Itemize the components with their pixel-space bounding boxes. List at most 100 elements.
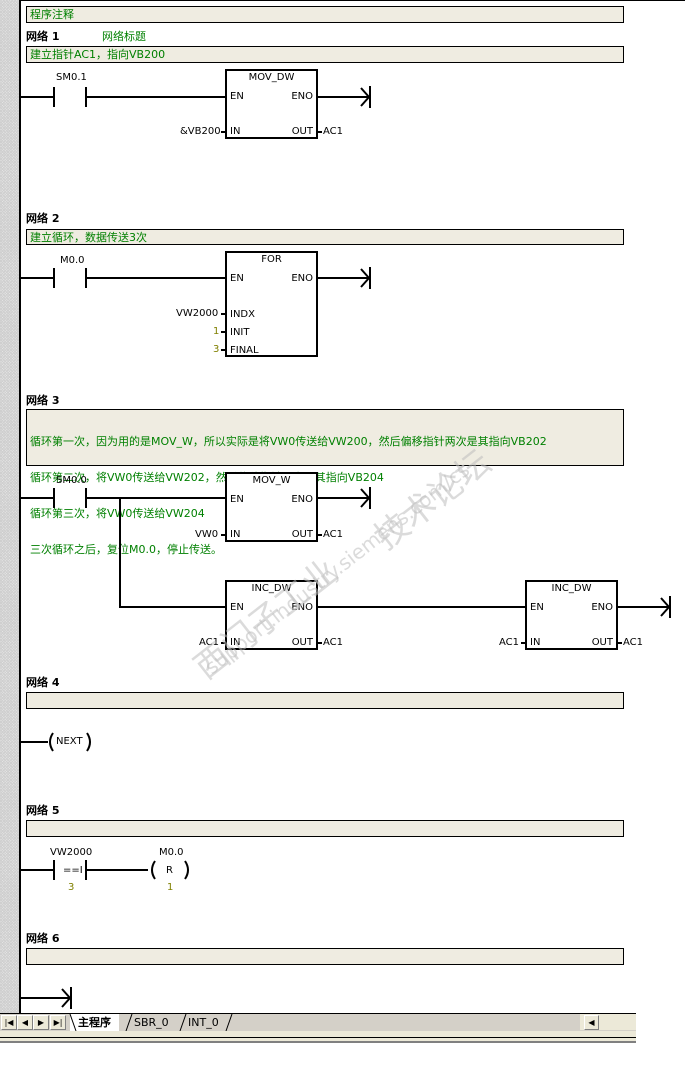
eno-pin: ENO <box>291 494 313 505</box>
contact-left-bar[interactable] <box>53 87 55 107</box>
coil-count[interactable]: 1 <box>167 882 174 893</box>
contact-left-bar[interactable] <box>53 488 55 508</box>
top-border <box>21 0 685 1</box>
box-name: INC_DW <box>251 583 292 594</box>
for-box[interactable]: FOR EN ENO INDX INIT FINAL <box>225 251 318 357</box>
network-3-label[interactable]: 网络 3 <box>26 394 60 407</box>
eno-pin: ENO <box>291 273 313 284</box>
program-tab-bar: |◀ ◀ ▶ ▶| 主程序 SBR_0 INT_0 <box>0 1013 636 1032</box>
network-4-label[interactable]: 网络 4 <box>26 676 60 689</box>
en-pin: EN <box>230 91 244 102</box>
inc-dw-box-2[interactable]: INC_DW EN ENO IN OUT <box>525 580 618 650</box>
out-operand[interactable]: AC1 <box>323 126 344 137</box>
init-pin: INIT <box>230 327 250 338</box>
contact-address: M0.0 <box>60 255 85 266</box>
out-pin: OUT <box>291 126 313 137</box>
comment-line: 循环第三次，将VW0传送给VW204 <box>30 507 205 520</box>
network-1-title[interactable]: 网络标题 <box>102 30 146 43</box>
scroll-left-icon: ◀ <box>588 1018 595 1027</box>
network-1-comment[interactable]: 建立指针AC1，指向VB200 <box>26 46 624 63</box>
last-tab-button[interactable]: ▶| <box>50 1015 66 1030</box>
prev-tab-button[interactable]: ◀ <box>17 1015 33 1030</box>
first-tab-button[interactable]: |◀ <box>1 1015 17 1030</box>
last-icon: ▶| <box>53 1018 63 1027</box>
compare-operand-1[interactable]: VW2000 <box>50 847 93 858</box>
scroll-left-button[interactable]: ◀ <box>584 1015 599 1030</box>
en-pin: EN <box>230 273 244 284</box>
contact-left-bar[interactable] <box>53 860 55 880</box>
network-6-comment[interactable] <box>26 948 624 965</box>
out-operand[interactable]: AC1 <box>623 637 644 648</box>
final-operand[interactable]: 3 <box>213 344 220 355</box>
compare-operator: ==I <box>63 865 83 876</box>
pin-tick <box>221 349 225 351</box>
coil-address[interactable]: M0.0 <box>159 847 184 858</box>
network-2-comment[interactable]: 建立循环，数据传送3次 <box>26 229 624 245</box>
in-operand[interactable]: &VB200 <box>180 126 221 137</box>
box-name: MOV_DW <box>248 72 295 83</box>
branch-wire <box>119 497 121 608</box>
power-rail <box>19 0 21 1013</box>
pin-tick <box>221 313 225 315</box>
en-pin: EN <box>230 494 244 505</box>
out-operand[interactable]: AC1 <box>323 529 344 540</box>
network-5-comment[interactable] <box>26 820 624 837</box>
init-operand[interactable]: 1 <box>213 326 220 337</box>
first-icon: |◀ <box>4 1018 14 1027</box>
in-operand[interactable]: AC1 <box>499 637 520 648</box>
in-pin: IN <box>230 637 241 648</box>
compare-operand-2[interactable]: 3 <box>68 882 75 893</box>
prev-icon: ◀ <box>21 1018 29 1027</box>
tab-sbr-0[interactable]: SBR_0 <box>134 1016 169 1029</box>
rung-wire <box>21 497 54 499</box>
out-pin: OUT <box>291 529 313 540</box>
network-4-comment[interactable] <box>26 692 624 709</box>
mov-dw-box[interactable]: MOV_DW EN ENO IN OUT <box>225 69 318 139</box>
tab-main-program[interactable]: 主程序 <box>70 1014 119 1031</box>
box-name: FOR <box>261 254 282 265</box>
rung-wire <box>318 277 370 279</box>
in-pin: IN <box>230 529 241 540</box>
inc-dw-box-1[interactable]: INC_DW EN ENO IN OUT <box>225 580 318 650</box>
mov-w-box[interactable]: MOV_W EN ENO IN OUT <box>225 472 318 542</box>
pin-tick <box>318 642 322 644</box>
eno-pin: ENO <box>291 602 313 613</box>
rung-wire <box>86 96 226 98</box>
indx-operand[interactable]: VW2000 <box>176 308 219 319</box>
out-pin: OUT <box>591 637 613 648</box>
in-operand[interactable]: VW0 <box>195 529 219 540</box>
rung-wire <box>21 869 54 871</box>
network-5-label[interactable]: 网络 5 <box>26 804 60 817</box>
network-3-comment[interactable]: 循环第一次，因为用的是MOV_W，所以实际是将VW0传送给VW200，然后偏移指… <box>26 409 624 556</box>
program-comment[interactable]: 程序注释 <box>26 6 624 23</box>
pin-tick <box>221 331 225 333</box>
box-name: MOV_W <box>252 475 291 486</box>
next-tab-button[interactable]: ▶ <box>33 1015 49 1030</box>
rung-wire <box>86 277 226 279</box>
contact-left-bar[interactable] <box>53 268 55 288</box>
indx-pin: INDX <box>230 309 255 320</box>
tab-separators-icon <box>69 1013 233 1032</box>
next-coil[interactable]: NEXT <box>56 736 83 747</box>
window-bottom-border <box>0 1031 636 1043</box>
en-pin: EN <box>230 602 244 613</box>
horizontal-scrollbar[interactable]: ◀ <box>580 1013 636 1030</box>
contact-address: SM0.0 <box>56 475 87 486</box>
network-6-label[interactable]: 网络 6 <box>26 932 60 945</box>
final-pin: FINAL <box>230 345 259 356</box>
rung-wire <box>21 741 48 743</box>
in-pin: IN <box>530 637 541 648</box>
tab-int-0[interactable]: INT_0 <box>188 1016 219 1029</box>
network-1-label[interactable]: 网络 1 <box>26 30 60 43</box>
rung-wire <box>21 96 54 98</box>
rung-wire <box>86 497 226 499</box>
out-operand[interactable]: AC1 <box>323 637 344 648</box>
network-2-label[interactable]: 网络 2 <box>26 212 60 225</box>
in-operand[interactable]: AC1 <box>199 637 220 648</box>
contact-address: SM0.1 <box>56 72 87 83</box>
